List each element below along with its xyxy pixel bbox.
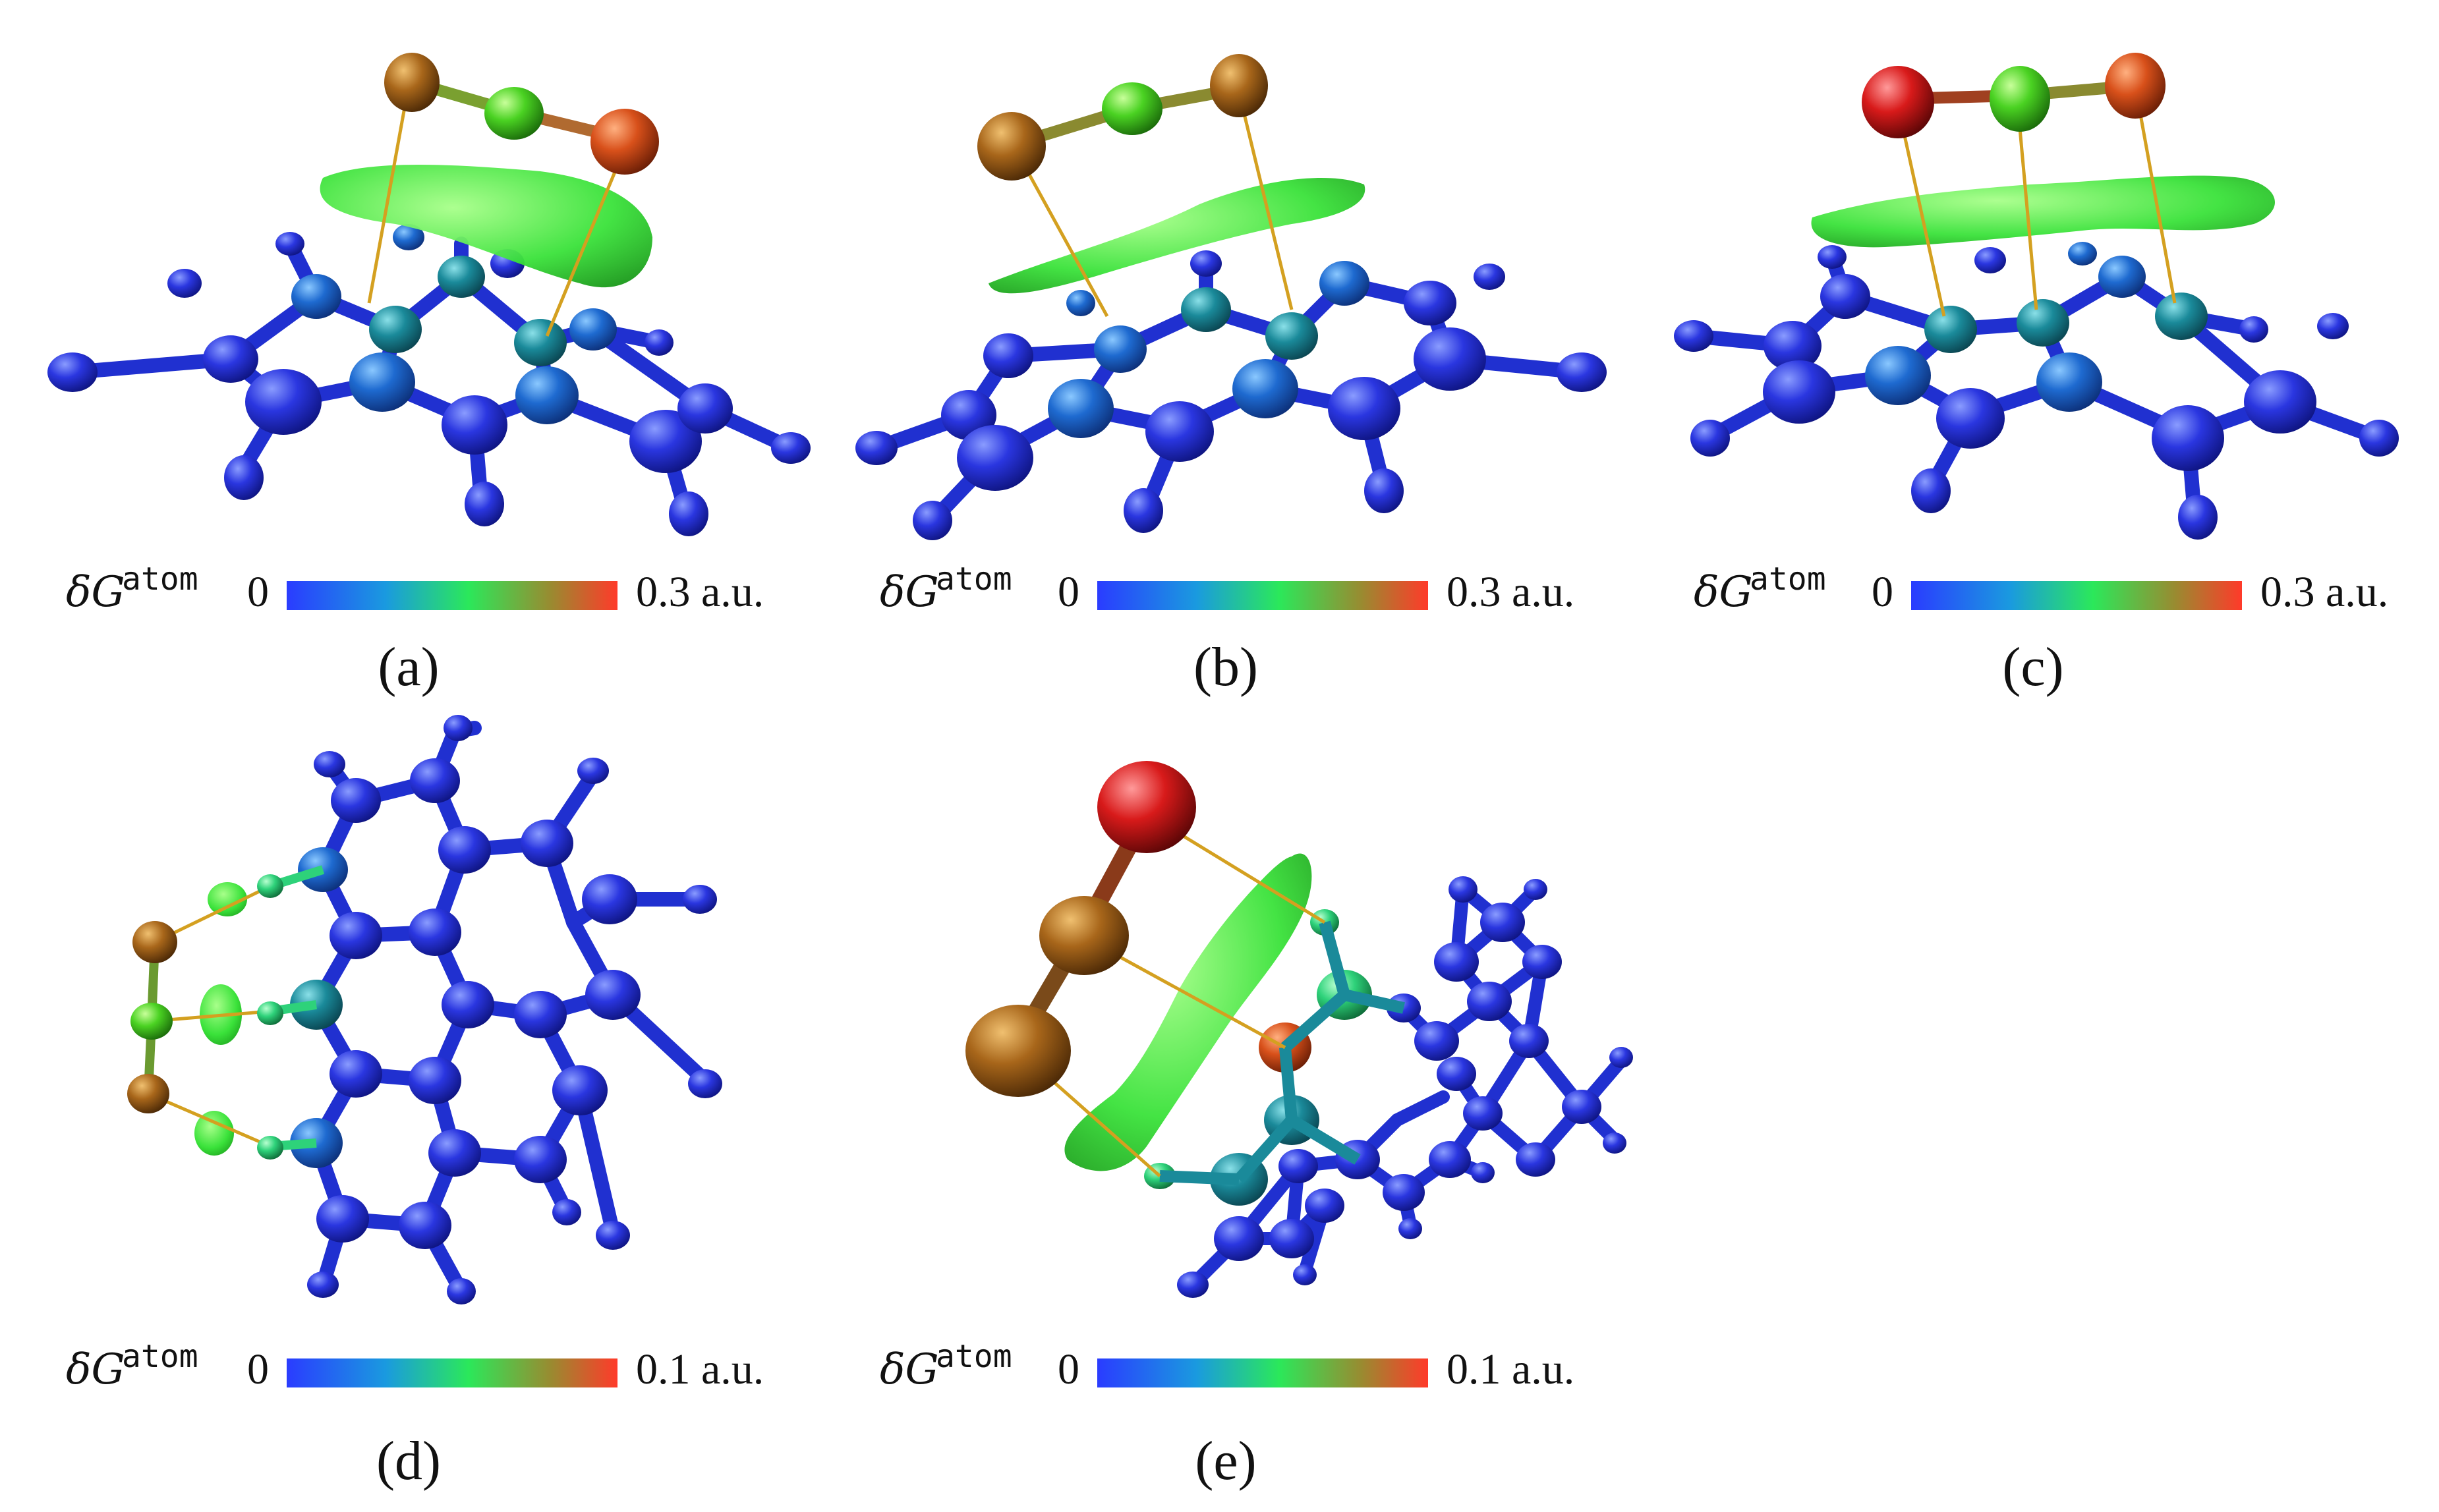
legend-min: 0 [1058, 568, 1079, 616]
atoms-c [1674, 242, 2399, 540]
molecule-c [1674, 53, 2399, 540]
legend-max: 0.3 a.u. [2260, 568, 2388, 616]
bond-paths-b [1013, 92, 1294, 318]
atoms-a [47, 224, 811, 536]
molecule-b [855, 54, 1607, 540]
adsorbate-b [977, 54, 1268, 181]
atoms-b [855, 250, 1607, 540]
adsorbate-d [127, 874, 283, 1160]
legend-min: 0 [247, 1345, 269, 1393]
adsorbate-a [384, 53, 659, 175]
legend-e: δG atom 0 0.1 a.u. [880, 1338, 1574, 1394]
legend-min: 0 [1872, 568, 1893, 616]
isosurface-b [989, 178, 1365, 294]
molecule-d [127, 715, 722, 1304]
legend-superscript: atom [1750, 561, 1826, 598]
legend-max: 0.1 a.u. [1447, 1345, 1574, 1393]
panel-c: δG atom 0 0.3 a.u. (c) [1674, 53, 2399, 698]
legend-superscript: atom [122, 561, 198, 598]
panel-caption: (c) [2002, 636, 2063, 698]
colorbar [1097, 581, 1428, 610]
molecule-e [965, 761, 1633, 1298]
legend-superscript: atom [936, 561, 1012, 598]
colorbar [1911, 581, 2242, 610]
panel-b: δG atom 0 0.3 a.u. (b) [855, 54, 1607, 698]
legend-max: 0.3 a.u. [636, 568, 764, 616]
ring-links-e [1159, 920, 1405, 1185]
legend-symbol: δG [880, 568, 939, 617]
legend-max: 0.1 a.u. [636, 1345, 764, 1393]
panel-caption: (b) [1193, 636, 1258, 698]
legend-d: δG atom 0 0.1 a.u. [66, 1338, 764, 1394]
adsorbate-e [965, 761, 1196, 1097]
panel-a: δG atom 0 0.3 a.u. (a) [47, 53, 811, 698]
legend-symbol: δG [1694, 568, 1753, 617]
legend-min: 0 [247, 568, 269, 616]
legend-b: δG atom 0 0.3 a.u. [880, 561, 1574, 617]
colorbar [287, 581, 617, 610]
isosurface-c [1811, 175, 2276, 248]
isosurfaces-d [194, 882, 247, 1156]
legend-symbol: δG [66, 1345, 125, 1394]
isosurface-a [320, 165, 652, 288]
legend-superscript: atom [122, 1338, 198, 1375]
legend-c: δG atom 0 0.3 a.u. [1694, 561, 2388, 617]
legend-superscript: atom [936, 1338, 1012, 1375]
panel-e: δG atom 0 0.1 a.u. (e) [880, 761, 1633, 1492]
panel-caption: (d) [376, 1430, 441, 1492]
legend-max: 0.3 a.u. [1447, 568, 1574, 616]
panel-caption: (a) [378, 636, 439, 698]
molecule-a [47, 53, 811, 536]
panel-d: δG atom 0 0.1 a.u. (d) [66, 715, 764, 1492]
legend-symbol: δG [880, 1345, 939, 1394]
colorbar [287, 1358, 617, 1387]
legend-min: 0 [1058, 1345, 1079, 1393]
panel-caption: (e) [1195, 1430, 1256, 1492]
isosurface-e [1064, 853, 1312, 1171]
adsorbate-c [1862, 53, 2166, 138]
colorbar [1097, 1358, 1428, 1387]
legend-symbol: δG [66, 568, 125, 617]
bond-paths-a [367, 85, 628, 337]
legend-a: δG atom 0 0.3 a.u. [66, 561, 764, 617]
